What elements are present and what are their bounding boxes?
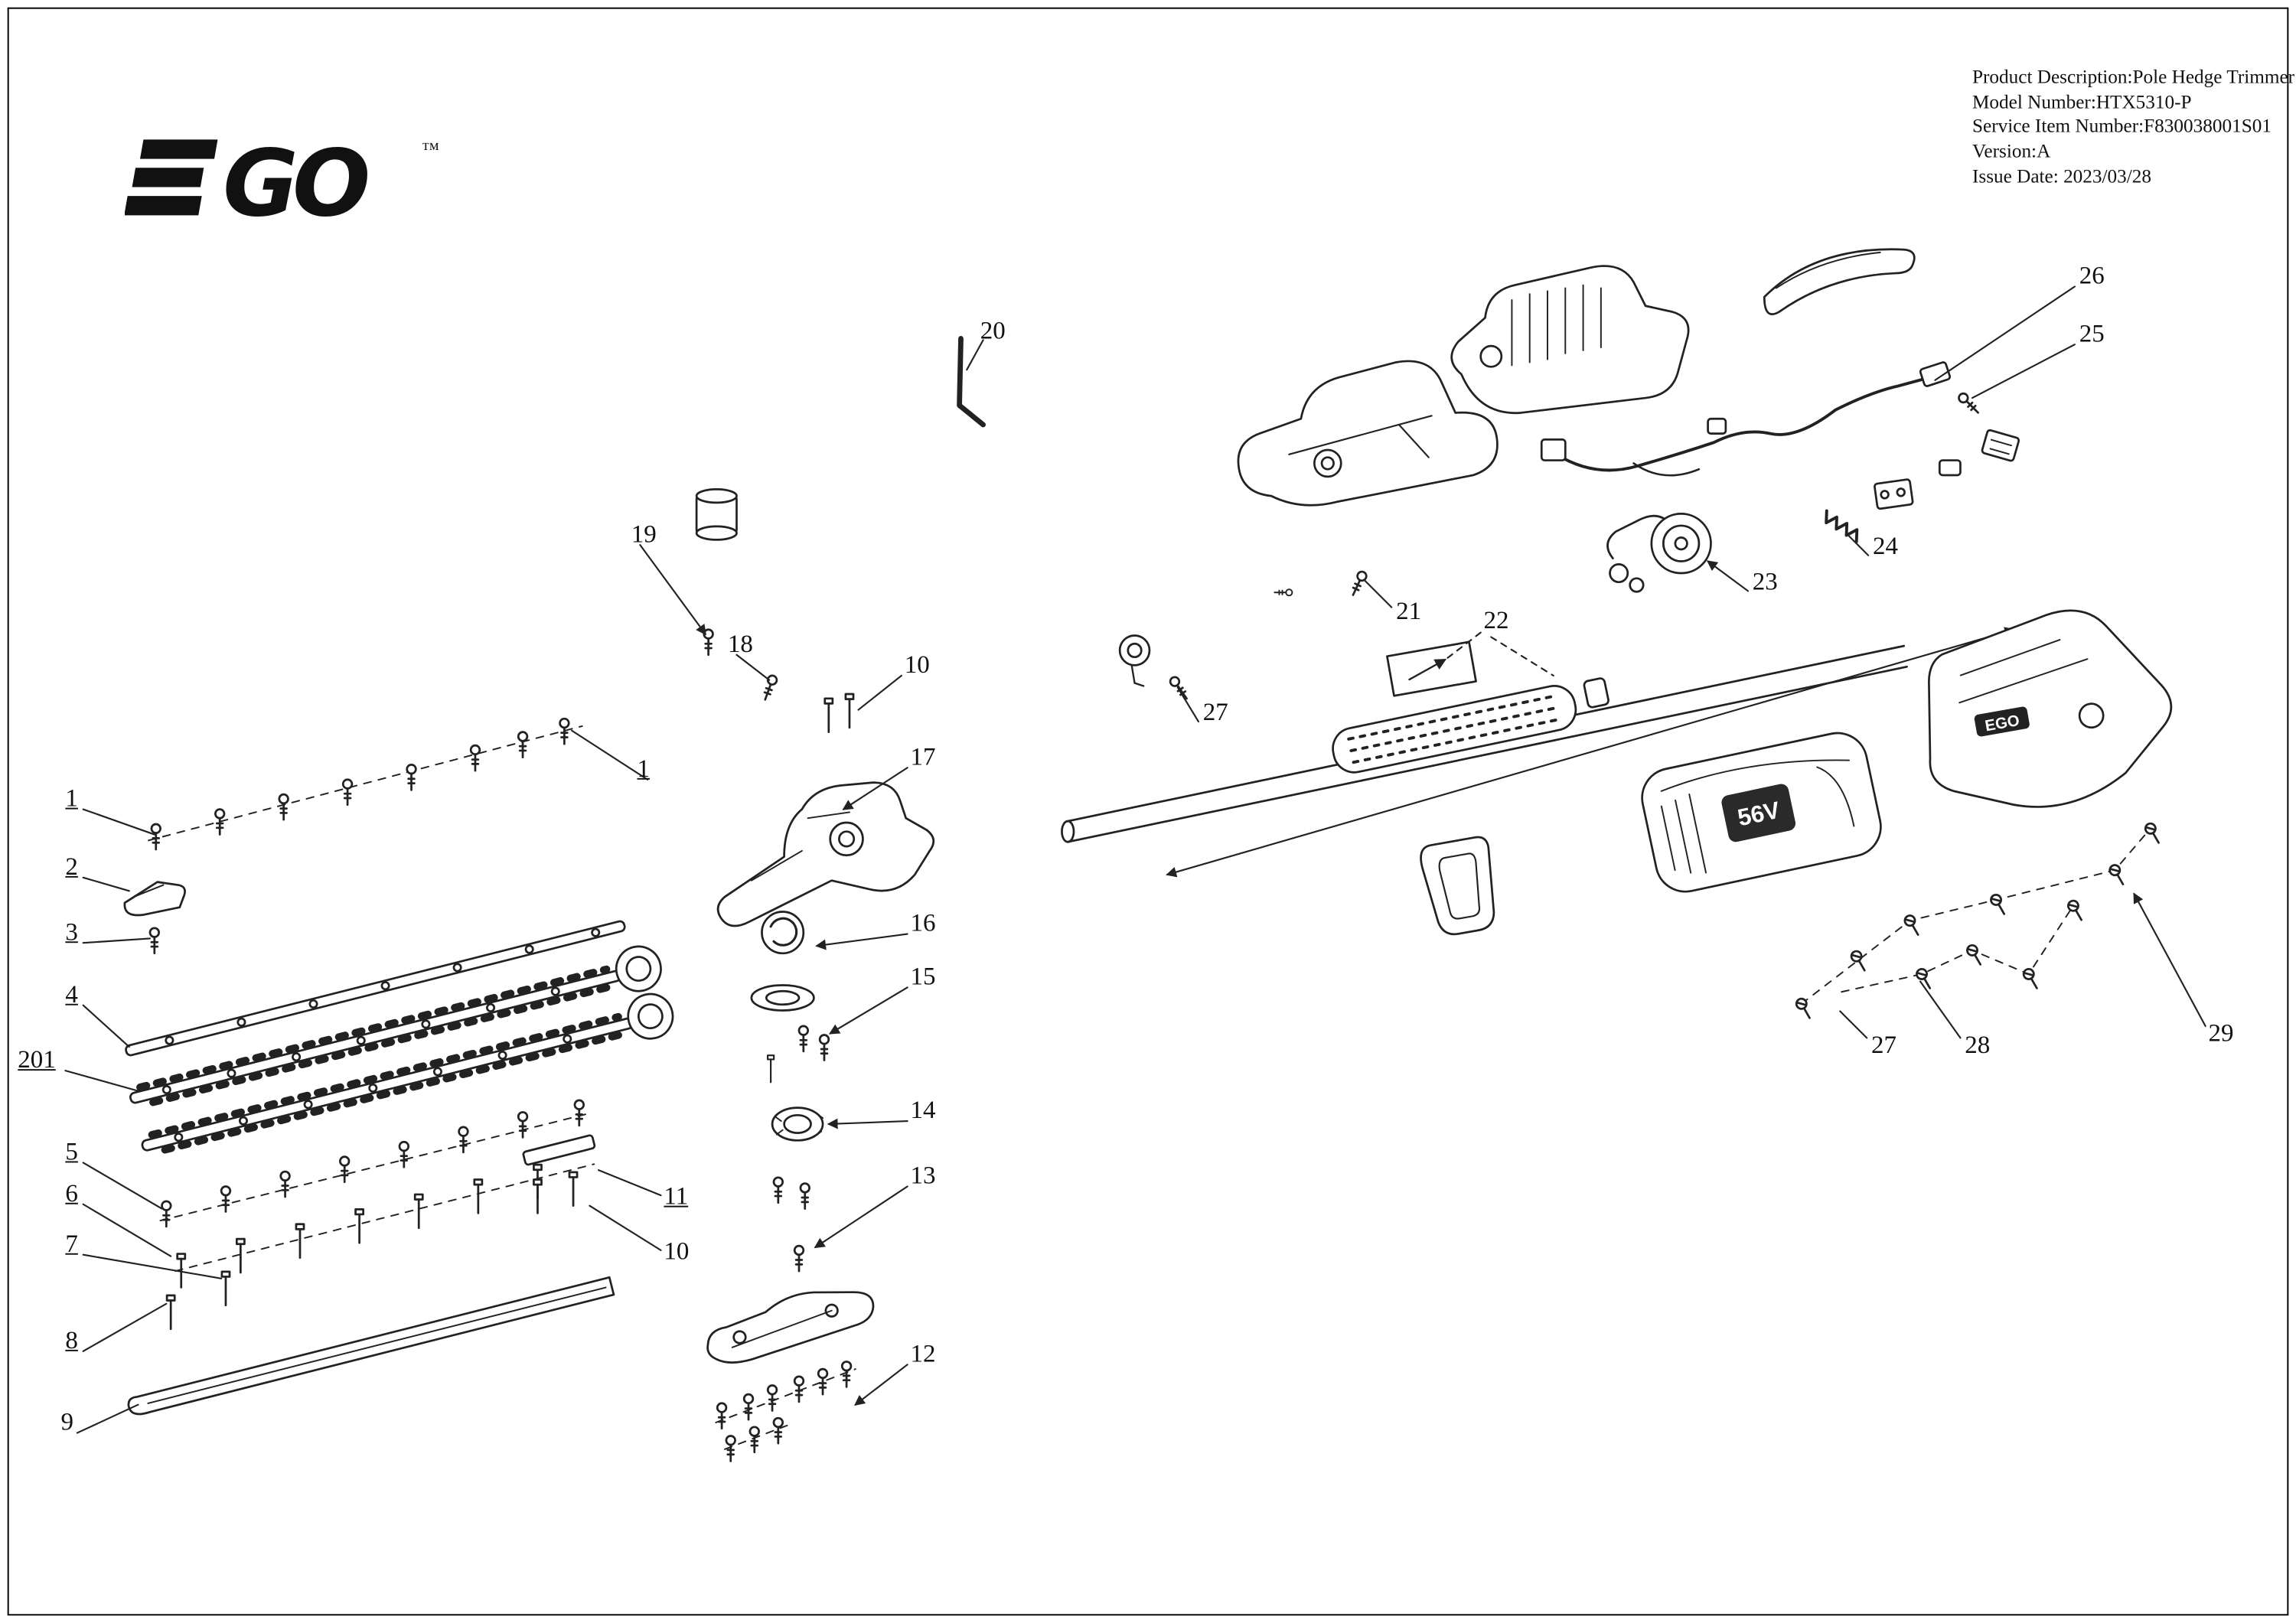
motor (1606, 513, 1712, 593)
blade-backing-bar (125, 920, 626, 1057)
callout-label: 16 (910, 908, 936, 937)
callout-label: 6 (65, 1178, 78, 1207)
pole-ferrule (1583, 677, 1609, 709)
callout-label: 25 (2079, 319, 2105, 348)
callout-label: 26 (2079, 261, 2105, 290)
callout-label: 201 (18, 1045, 56, 1074)
cable-clamp (1118, 634, 1151, 687)
blade-guard-rail (127, 1276, 615, 1416)
callout-label: 27 (1202, 698, 1228, 726)
callout-label: 24 (1872, 531, 1898, 560)
logo-go-text: GO (223, 130, 367, 234)
housing-shell-left (1237, 360, 1499, 507)
cutting-blade-lower (141, 992, 674, 1154)
callout-label: 9 (60, 1407, 74, 1436)
cutting-blade-upper (129, 945, 662, 1106)
callout-label: 12 (910, 1339, 936, 1368)
spring (1825, 509, 1859, 543)
clamp-plate (522, 1134, 596, 1166)
callout-label: 22 (1483, 605, 1509, 634)
ego-logo: GO ™ (124, 128, 452, 242)
wiring-harness (1554, 375, 1932, 477)
product-info-line: Model Number:HTX5310-P (1971, 90, 2192, 112)
gearbox-assembly (695, 488, 935, 1462)
rear-handle-housing: EGO (1928, 609, 2173, 808)
blade-cover (706, 1291, 875, 1364)
callout-label: 17 (910, 742, 936, 771)
callout-label: 10 (664, 1237, 690, 1266)
callout-label: 21 (1396, 597, 1422, 625)
gear-housing (716, 781, 935, 927)
warning-label-plate (1386, 640, 1477, 697)
callout-label: 23 (1752, 567, 1778, 596)
product-info-line: Product Description:Pole Hedge Trimmer (1971, 65, 2295, 88)
housing-top-cover (1763, 248, 1916, 316)
product-info-line: Issue Date: 2023/03/28 (1971, 164, 2151, 187)
switch-bracket (1981, 429, 2020, 462)
washer-stack (750, 911, 815, 1012)
trademark-symbol: ™ (422, 139, 439, 159)
callout-label: 11 (664, 1181, 689, 1211)
callout-label: 5 (65, 1137, 78, 1166)
hex-wrench (957, 336, 987, 428)
bearing (771, 1106, 824, 1142)
callout-label: 28 (1965, 1030, 1991, 1059)
callout-label: 18 (727, 629, 753, 658)
logo-e-bars (124, 139, 218, 216)
callout-label: 19 (631, 520, 657, 549)
callout-label: 8 (65, 1325, 78, 1354)
blade-bracket (123, 881, 186, 917)
title-block: Product Description:Pole Hedge Trimmer M… (1972, 65, 2294, 188)
callout-label: 1 (65, 784, 78, 813)
power-head-housing: 56V (1641, 732, 1882, 893)
ego-logo-art: GO ™ (124, 130, 439, 237)
callout-label: 13 (910, 1161, 936, 1190)
callout-label: 27 (1871, 1030, 1897, 1059)
callout-label: 3 (65, 917, 78, 947)
callout-label: 20 (980, 316, 1006, 345)
callout-label: 7 (65, 1229, 78, 1258)
pole-assembly (1061, 569, 2016, 936)
product-info-line: Version:A (1971, 139, 2051, 162)
callout-label: 2 (65, 852, 78, 881)
power-head-assembly: 56V EGO (1641, 609, 2173, 1022)
product-info-line: Service Item Number:F830038001S01 (1971, 114, 2272, 138)
blade-assembly (123, 717, 674, 1416)
leader-lines (64, 285, 2206, 1434)
front-handle (1420, 836, 1495, 936)
housing-shell-right (1450, 265, 1690, 415)
callout-label: 15 (910, 962, 936, 991)
terminal-block (1874, 478, 1914, 510)
callout-label: 4 (65, 979, 78, 1009)
callout-label: 29 (2208, 1018, 2234, 1048)
pole-grip (1332, 685, 1577, 774)
callout-label: 1 (637, 754, 650, 783)
grease-bottle (695, 488, 738, 541)
callout-label: 10 (904, 650, 930, 679)
handle-housing-assembly (1237, 248, 2020, 593)
callout-label: 14 (910, 1096, 936, 1124)
